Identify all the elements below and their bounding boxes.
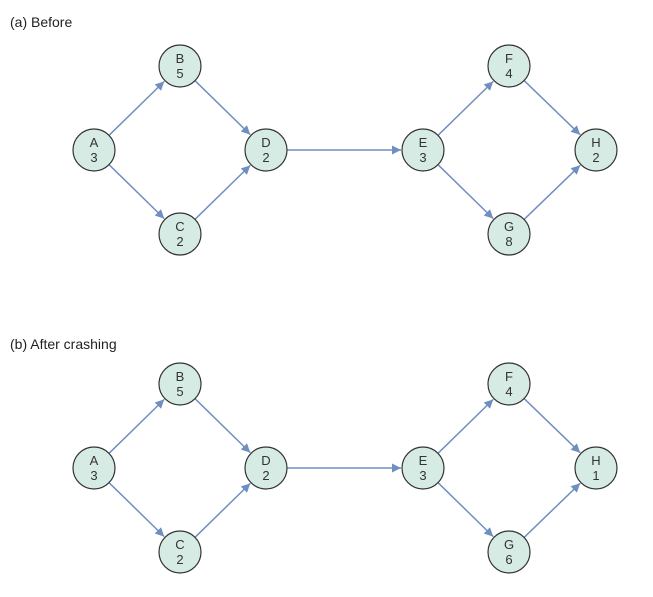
node-duration: 5 — [176, 384, 183, 399]
edge-c-d — [194, 482, 251, 538]
node-duration: 3 — [90, 150, 97, 165]
node-label: B — [176, 51, 185, 66]
node-label: E — [419, 453, 428, 468]
edge-e-f — [437, 80, 494, 136]
edge-b-d — [194, 398, 251, 454]
node-d: D2 — [244, 128, 288, 172]
edge-f-h — [523, 398, 581, 454]
node-label: A — [90, 135, 99, 150]
node-circle — [158, 530, 202, 574]
node-duration: 4 — [505, 384, 512, 399]
edge-a-c — [108, 482, 165, 538]
node-label: H — [591, 135, 600, 150]
node-duration: 3 — [419, 468, 426, 483]
node-c: C2 — [158, 530, 202, 574]
node-b: B5 — [158, 362, 202, 406]
node-label: G — [504, 537, 514, 552]
node-label: F — [505, 369, 513, 384]
edge-a-b — [108, 80, 165, 136]
node-duration: 2 — [592, 150, 599, 165]
node-e: E3 — [401, 446, 445, 490]
node-f: F4 — [487, 44, 531, 88]
node-h: H1 — [574, 446, 618, 490]
node-h: H2 — [574, 128, 618, 172]
node-g: G6 — [487, 530, 531, 574]
node-label: E — [419, 135, 428, 150]
node-circle — [487, 44, 531, 88]
node-circle — [487, 362, 531, 406]
node-label: C — [175, 219, 184, 234]
edges-layer — [108, 80, 581, 538]
node-b: B5 — [158, 44, 202, 88]
node-label: G — [504, 219, 514, 234]
node-duration: 3 — [90, 468, 97, 483]
edge-e-g — [437, 164, 494, 220]
node-label: D — [261, 453, 270, 468]
node-duration: 6 — [505, 552, 512, 567]
node-circle — [158, 44, 202, 88]
node-g: G8 — [487, 212, 531, 256]
node-duration: 2 — [262, 468, 269, 483]
node-circle — [244, 128, 288, 172]
node-circle — [72, 128, 116, 172]
node-circle — [158, 212, 202, 256]
node-circle — [158, 362, 202, 406]
node-duration: 4 — [505, 66, 512, 81]
node-c: C2 — [158, 212, 202, 256]
edge-b-d — [194, 80, 251, 136]
node-duration: 8 — [505, 234, 512, 249]
node-label: F — [505, 51, 513, 66]
edge-c-d — [194, 164, 251, 220]
node-label: D — [261, 135, 270, 150]
edge-f-h — [523, 80, 581, 136]
node-d: D2 — [244, 446, 288, 490]
node-circle — [487, 530, 531, 574]
node-a: A3 — [72, 446, 116, 490]
edge-a-b — [108, 398, 165, 454]
node-duration: 2 — [176, 552, 183, 567]
edge-a-c — [108, 164, 165, 220]
node-circle — [244, 446, 288, 490]
node-label: C — [175, 537, 184, 552]
edge-g-h — [523, 482, 581, 538]
node-circle — [72, 446, 116, 490]
node-duration: 3 — [419, 150, 426, 165]
node-duration: 1 — [592, 468, 599, 483]
panel-b-caption: (b) After crashing — [10, 336, 117, 352]
node-a: A3 — [72, 128, 116, 172]
edge-e-f — [437, 398, 494, 454]
node-circle — [401, 128, 445, 172]
node-f: F4 — [487, 362, 531, 406]
panel-a-caption: (a) Before — [10, 14, 73, 30]
node-circle — [487, 212, 531, 256]
node-circle — [574, 128, 618, 172]
node-label: A — [90, 453, 99, 468]
node-duration: 2 — [176, 234, 183, 249]
node-duration: 2 — [262, 150, 269, 165]
node-label: H — [591, 453, 600, 468]
edge-g-h — [523, 164, 581, 220]
node-circle — [574, 446, 618, 490]
edge-e-g — [437, 482, 494, 538]
node-circle — [401, 446, 445, 490]
node-label: B — [176, 369, 185, 384]
node-e: E3 — [401, 128, 445, 172]
node-duration: 5 — [176, 66, 183, 81]
